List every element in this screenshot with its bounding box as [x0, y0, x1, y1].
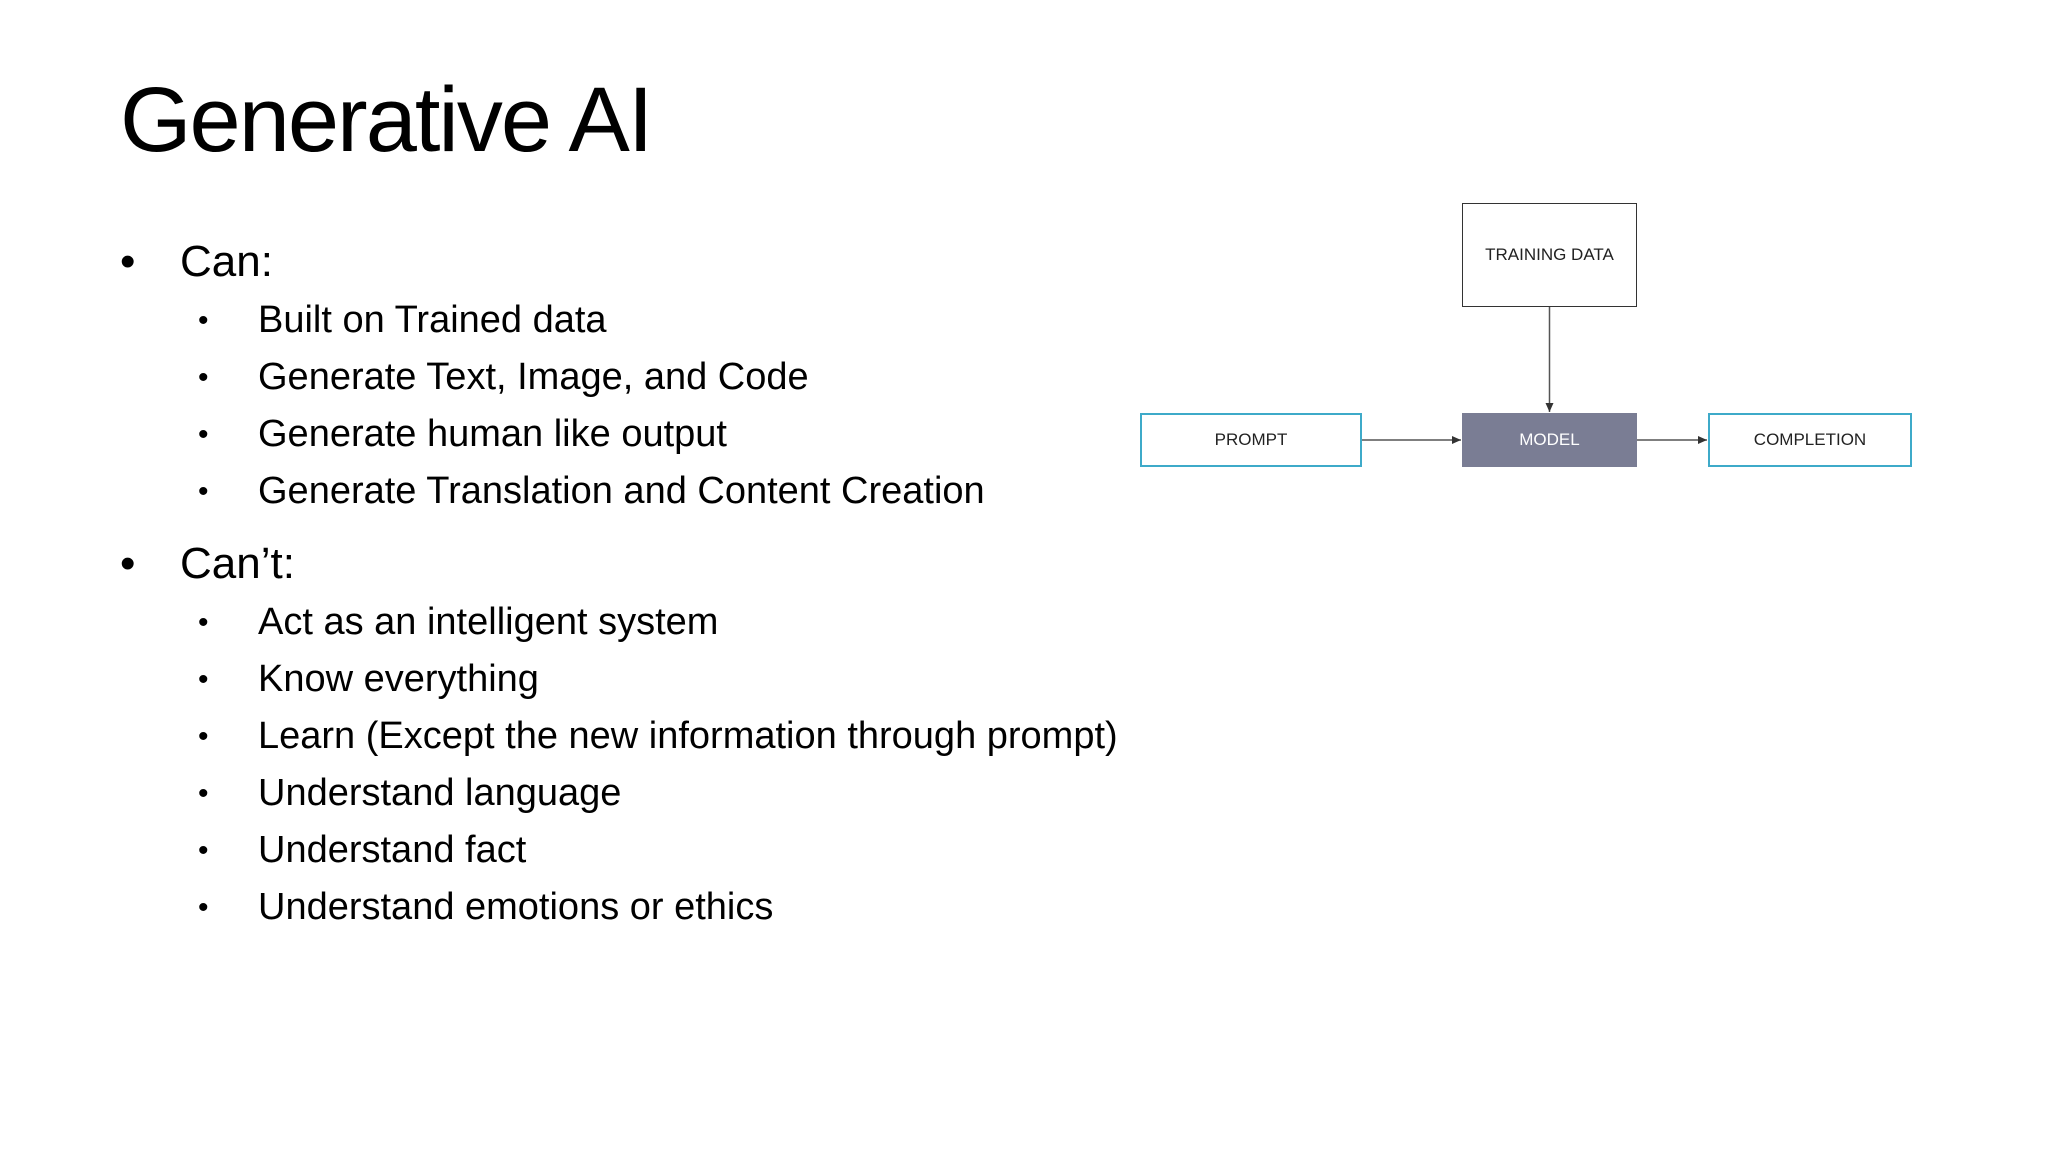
bullet-item-text: Act as an intelligent system: [258, 601, 719, 643]
bullet-item-text: Generate Translation and Content Creatio…: [258, 470, 985, 512]
bullet-dot: •: [198, 891, 209, 924]
bullet-heading-text: Can:: [180, 237, 273, 286]
bullet-item: • Generate Translation and Content Creat…: [120, 463, 1118, 520]
bullet-item: • Built on Trained data: [120, 292, 1118, 349]
bullet-item-text: Generate Text, Image, and Code: [258, 356, 809, 398]
bullet-dot: •: [198, 720, 209, 753]
bullet-dot: •: [120, 237, 136, 286]
bullet-item: • Generate Text, Image, and Code: [120, 349, 1118, 406]
bullet-item-text: Understand language: [258, 772, 622, 814]
bullet-dot: •: [198, 834, 209, 867]
bullet-item-text: Understand fact: [258, 829, 527, 871]
bullet-item: • Act as an intelligent system: [120, 594, 1118, 651]
slide-title: Generative AI: [120, 69, 653, 171]
bullet-dot: •: [198, 606, 209, 639]
model-box: MODEL: [1462, 413, 1637, 467]
bullet-item-text: Understand emotions or ethics: [258, 886, 774, 928]
bullet-heading-cant: • Can’t:: [120, 534, 1118, 594]
bullet-dot: •: [198, 361, 209, 394]
completion-box: COMPLETION: [1708, 413, 1912, 467]
bullet-dot: •: [198, 418, 209, 451]
bullet-item-text: Built on Trained data: [258, 299, 607, 341]
bullet-dot: •: [198, 475, 209, 508]
bullet-dot: •: [198, 777, 209, 810]
bullet-item: • Understand emotions or ethics: [120, 879, 1118, 936]
bullet-dot: •: [198, 663, 209, 696]
bullet-dot: •: [198, 304, 209, 337]
prompt-box: PROMPT: [1140, 413, 1362, 467]
bullet-heading-can: • Can:: [120, 232, 1118, 292]
bullet-dot: •: [120, 539, 136, 588]
bullet-list: • Can: • Built on Trained data • Generat…: [120, 232, 1118, 936]
bullet-item-text: Learn (Except the new information throug…: [258, 715, 1118, 757]
bullet-heading-text: Can’t:: [180, 539, 295, 588]
bullet-item: • Understand language: [120, 765, 1118, 822]
diagram-arrows: [1362, 307, 1707, 444]
section-gap: [120, 520, 1118, 534]
bullet-item: • Understand fact: [120, 822, 1118, 879]
bullet-item-text: Generate human like output: [258, 413, 727, 455]
bullet-item: • Learn (Except the new information thro…: [120, 708, 1118, 765]
bullet-item: • Know everything: [120, 651, 1118, 708]
bullet-item: • Generate human like output: [120, 406, 1118, 463]
bullet-item-text: Know everything: [258, 658, 539, 700]
training-data-box: TRAINING DATA: [1462, 203, 1637, 307]
